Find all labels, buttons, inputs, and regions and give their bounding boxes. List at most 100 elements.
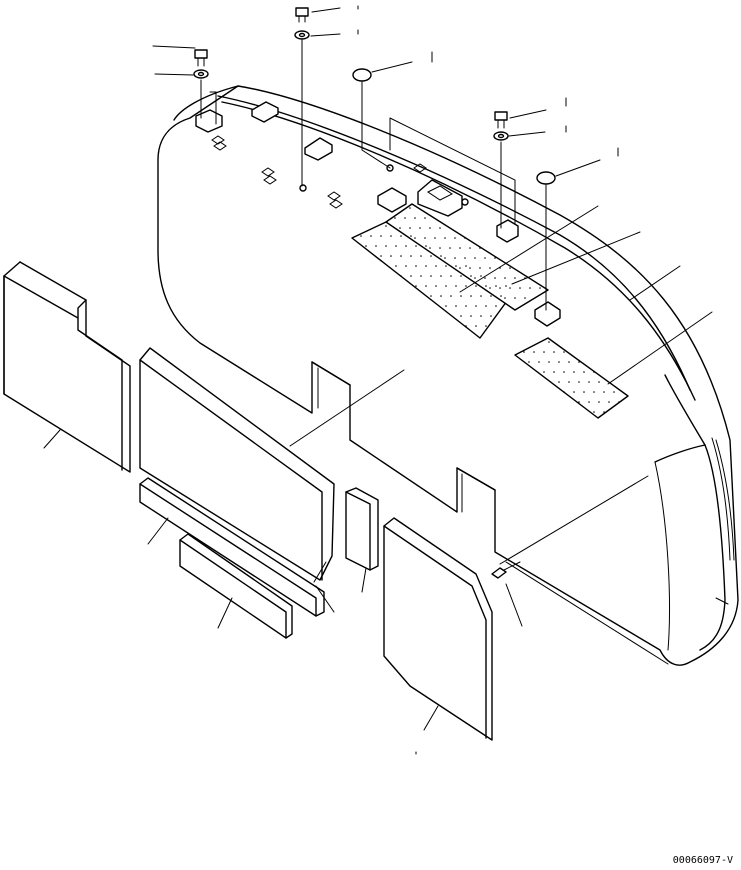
sheet-dot <box>385 225 387 227</box>
sheet-dot <box>495 285 497 287</box>
sheet-dot <box>588 401 590 403</box>
sheet-dot <box>444 257 446 259</box>
sheet-dot <box>480 315 482 317</box>
sheet-dot <box>529 287 531 289</box>
sheet-dot <box>390 255 392 257</box>
sheet-dot <box>410 235 412 237</box>
sheet-dot <box>593 371 595 373</box>
sheet-dot <box>593 391 595 393</box>
sheet-dot <box>485 285 487 287</box>
sheet-dot <box>593 411 595 413</box>
sheet-texture <box>360 207 620 413</box>
sheet-dot <box>430 255 432 257</box>
counterweight-body <box>157 85 739 666</box>
sheet-dot <box>439 227 441 229</box>
sheet-dot <box>588 381 590 383</box>
sheet-dot <box>480 275 482 277</box>
sheet-dot <box>464 257 466 259</box>
sheet-dot <box>504 297 506 299</box>
sheet-dot <box>429 227 431 229</box>
sheet-dot <box>480 295 482 297</box>
sheet-dot <box>454 257 456 259</box>
sheet-dot <box>475 325 477 327</box>
sheet-dot <box>598 381 600 383</box>
sheet-dot <box>494 277 496 279</box>
sheet-dot <box>543 371 545 373</box>
sheet-dot <box>380 255 382 257</box>
sheet-dot <box>465 305 467 307</box>
sheet-dot <box>404 217 406 219</box>
sheet-dot <box>365 245 367 247</box>
sheet-dot <box>548 361 550 363</box>
sheet-dot <box>558 381 560 383</box>
sheet-dot <box>495 305 497 307</box>
sheet-dot <box>548 341 550 343</box>
sheet-dot <box>449 247 451 249</box>
sheet-dot <box>490 295 492 297</box>
sheet-dot <box>385 245 387 247</box>
sheet-dot <box>504 277 506 279</box>
sheet-dot <box>400 255 402 257</box>
sheet-dot <box>394 217 396 219</box>
sheet-dot <box>360 235 362 237</box>
sheet-dot <box>410 275 412 277</box>
sheet-dot <box>405 245 407 247</box>
sheet-dot <box>424 217 426 219</box>
sheet-dot <box>460 315 462 317</box>
sheet-dot <box>465 325 467 327</box>
sheet-dot <box>430 275 432 277</box>
sheet-dot <box>440 295 442 297</box>
sheet-dot <box>583 391 585 393</box>
sheet-dot <box>553 371 555 373</box>
sheet-dot <box>568 381 570 383</box>
sheet-dot <box>558 361 560 363</box>
sheet-dot <box>420 255 422 257</box>
sheet-dot <box>528 361 530 363</box>
sheet-dot <box>514 277 516 279</box>
sheet-dot <box>509 287 511 289</box>
sheet-dot <box>523 351 525 353</box>
sheet-dot <box>563 391 565 393</box>
sheet-dot <box>455 285 457 287</box>
sheet-dot <box>425 245 427 247</box>
sheet-dot <box>405 265 407 267</box>
sheet-dot <box>485 325 487 327</box>
top-bolts <box>211 135 427 209</box>
sheet-dot <box>613 391 615 393</box>
sheet-dot <box>485 305 487 307</box>
sheet-dot <box>500 295 502 297</box>
sheet-dot <box>464 237 466 239</box>
sheet-dot <box>400 235 402 237</box>
sheet-dot <box>474 277 476 279</box>
sheet-dot <box>603 411 605 413</box>
sheet-dot <box>539 287 541 289</box>
sheet-dot <box>474 257 476 259</box>
sheet-dot <box>479 247 481 249</box>
figure-code: 00066097-V <box>672 855 733 866</box>
exploded-fasteners <box>152 5 619 311</box>
sheet-dot <box>400 275 402 277</box>
sheet-dot <box>465 285 467 287</box>
sheet-dot <box>489 267 491 269</box>
sheet-dot <box>415 285 417 287</box>
sheet-dot <box>553 351 555 353</box>
sheet-dot <box>459 267 461 269</box>
sheet-dot <box>475 305 477 307</box>
sheet-dot <box>380 235 382 237</box>
sheet-dot <box>420 275 422 277</box>
sheet-dot <box>618 401 620 403</box>
sheet-dot <box>375 245 377 247</box>
sheet-dot <box>414 237 416 239</box>
sheet-dot <box>370 235 372 237</box>
sheet-dot <box>514 297 516 299</box>
sheet-dot <box>439 247 441 249</box>
sheet-dot <box>469 267 471 269</box>
sheet-dot <box>429 247 431 249</box>
sheet-dot <box>494 257 496 259</box>
anti-slip-sheets <box>351 203 629 419</box>
sheet-dot <box>409 207 411 209</box>
sheet-dot <box>524 297 526 299</box>
sheet-dot <box>425 265 427 267</box>
sheet-dot <box>578 361 580 363</box>
